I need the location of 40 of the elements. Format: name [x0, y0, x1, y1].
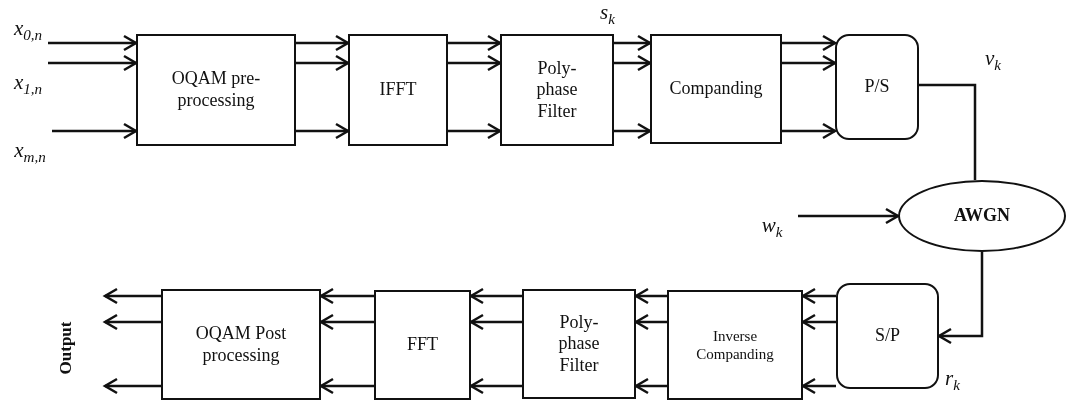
- arrow: [614, 34, 652, 52]
- process-box: FFT: [374, 290, 471, 400]
- arrow: [48, 34, 138, 52]
- process-box: OQAM Post processing: [161, 289, 321, 400]
- arrow: [296, 54, 350, 72]
- signal-label: s$_{k}$: [600, 0, 615, 25]
- arrow: [782, 34, 837, 52]
- arrow: [296, 122, 350, 140]
- arrow: [614, 122, 652, 140]
- arrow: [52, 122, 138, 140]
- arrow: [296, 34, 350, 52]
- process-box: Companding: [650, 34, 782, 144]
- output-label: Output: [56, 321, 77, 375]
- converter-box: P/S: [835, 34, 919, 140]
- process-box: IFFT: [348, 34, 448, 146]
- converter-box: S/P: [836, 283, 939, 389]
- process-box: Poly- phase Filter: [500, 34, 614, 146]
- arrow: [48, 54, 138, 72]
- signal-label: x$_{0,n}$: [8, 16, 48, 42]
- connector-line: [919, 83, 977, 180]
- signal-label: x$_{1,n}$: [8, 70, 48, 96]
- arrow: [782, 54, 837, 72]
- arrow: [103, 287, 161, 305]
- process-box: Poly- phase Filter: [522, 289, 636, 399]
- arrow: [448, 54, 502, 72]
- arrow: [103, 377, 161, 395]
- process-box: OQAM pre-processing: [136, 34, 296, 146]
- process-box: Inverse Companding: [667, 290, 803, 400]
- arrow: [103, 313, 161, 331]
- signal-label: x$_{m,n}$: [8, 138, 52, 164]
- arrow: [782, 122, 837, 140]
- noise-ellipse: AWGN: [898, 180, 1066, 252]
- signal-label: r$_{k}$: [945, 366, 960, 391]
- signal-label: v$_{k}$: [985, 46, 1002, 71]
- arrow: [798, 207, 900, 225]
- signal-label: w$_{k}$: [752, 212, 792, 240]
- arrow: [448, 34, 502, 52]
- arrow: [614, 54, 652, 72]
- arrow: [448, 122, 502, 140]
- arrow: [937, 252, 984, 345]
